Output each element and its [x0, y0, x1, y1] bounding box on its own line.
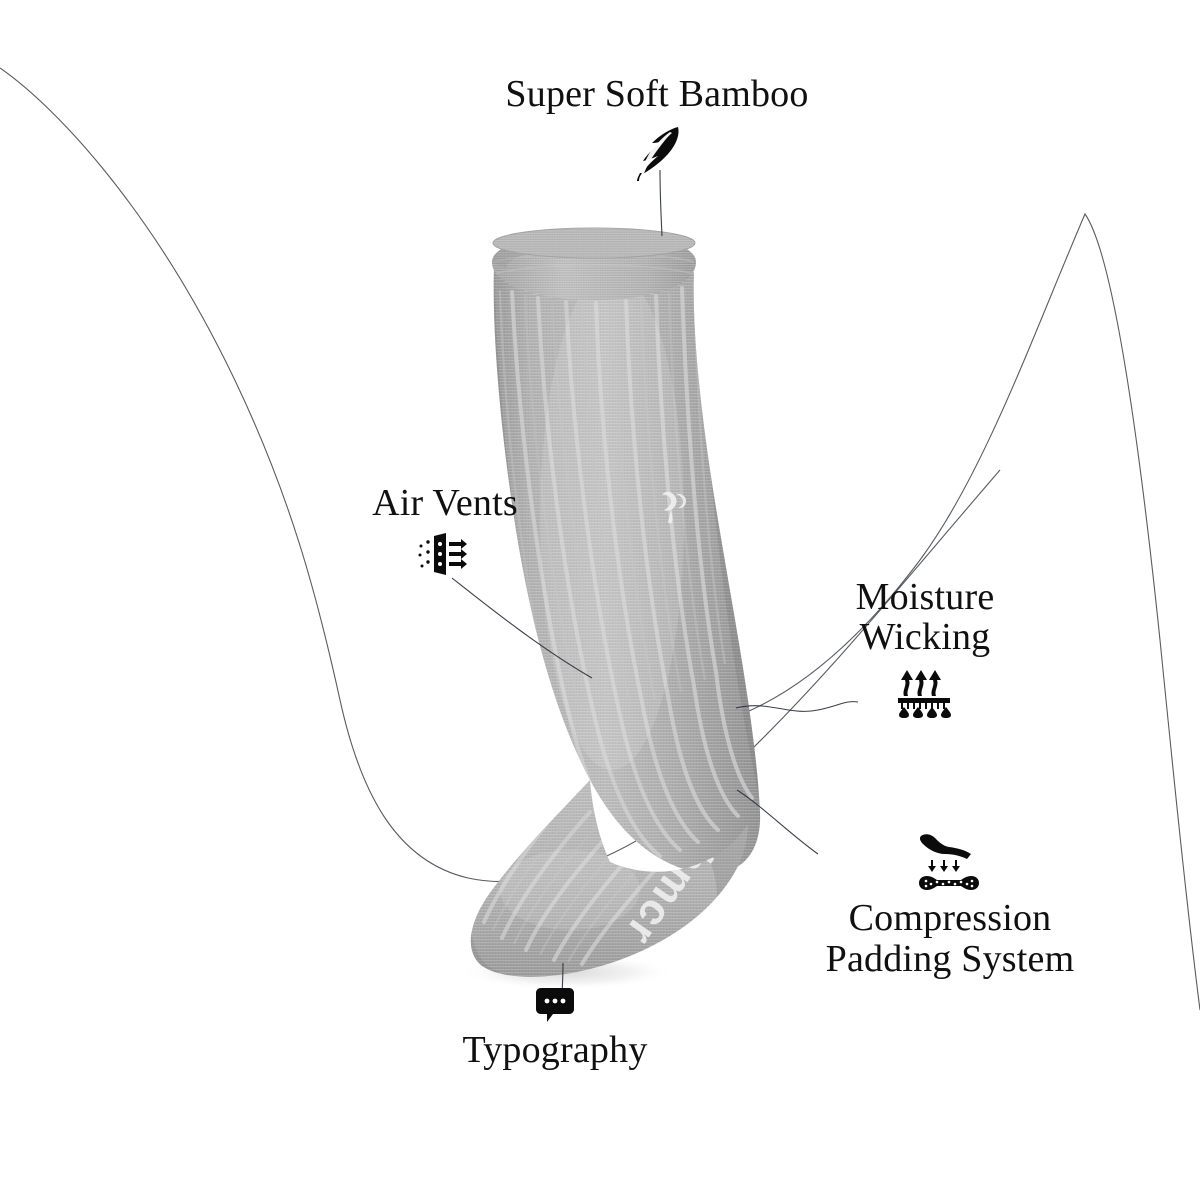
- sock-brand-logo: [662, 491, 686, 524]
- compression-padding-icon: [919, 834, 979, 890]
- callout-label-airvents: Air Vents: [372, 482, 518, 524]
- callout-label-bamboo: Super Soft Bamboo: [505, 73, 809, 115]
- callout-label-compression: Compression Padding System: [825, 897, 1075, 981]
- callout-compression-padding-system[interactable]: Compression Padding System: [790, 830, 1110, 980]
- sock-cuff: [492, 227, 696, 300]
- callout-label-typography: Typography: [462, 1029, 648, 1071]
- callout-typography[interactable]: Typography: [435, 986, 675, 1071]
- callout-moisture-wicking[interactable]: Moisture Wicking: [820, 576, 1030, 718]
- callout-super-soft-bamboo[interactable]: Super Soft Bamboo: [457, 73, 857, 182]
- feather-icon: [637, 127, 679, 182]
- callout-label-moisture: Moisture Wicking: [855, 576, 995, 658]
- speech-bubble-dots-icon: [536, 988, 574, 1022]
- moisture-wicking-icon: [898, 669, 951, 718]
- air-vent-panel-icon: [418, 533, 467, 576]
- callout-air-vents[interactable]: Air Vents: [330, 482, 560, 578]
